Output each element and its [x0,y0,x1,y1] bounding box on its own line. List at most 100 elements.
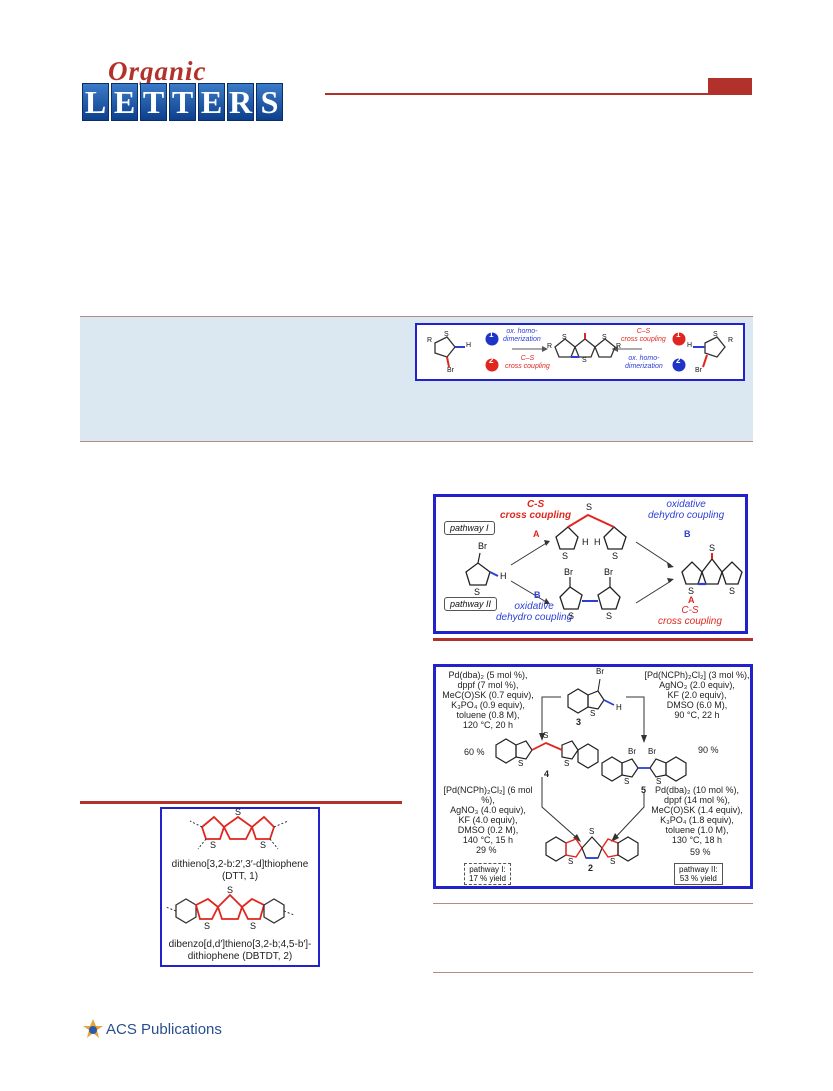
header-rule [325,93,752,95]
scheme1-atom-h-top-2: H [594,537,601,547]
toc-atom-r-center-left: R [547,343,553,350]
scheme2-atom-s-5-right: S [656,777,662,786]
scheme2-cond-right-bottom: Pd(dba)₂ (10 mol %),dppf (14 mol %), MeC… [651,785,743,845]
scheme1-atom-s-top-left: S [562,551,569,561]
figure1-atom-s-dtt-2: S [210,840,217,850]
toc-label-1b: 1 [676,330,681,339]
abstract-top-rule [80,316,753,317]
scheme1-atom-h-top-1: H [582,537,589,547]
toc-atom-h-left: H [466,342,472,349]
scheme2-cond-left-bottom: [Pd(NCPh)₂Cl₂] (6 mol %),AgNO₃ (4.0 equi… [443,785,533,845]
toc-atom-s-center-2: S [582,357,587,364]
figure1-svg [165,815,295,924]
scheme2-pathway2-yield: pathway II:53 % yield [674,863,723,885]
scheme2-atom-s-4-left: S [518,759,524,768]
figure1-atom-s-dtt-1: S [235,807,242,817]
scheme2-atom-s-5-left: S [624,777,630,786]
scheme1-pathway2: pathway II [444,597,498,611]
scheme2-graphic: Pd(dba)₂ (5 mol %),dppf (7 mol %), MeC(O… [433,664,753,889]
scheme2-num-5: 5 [641,785,647,795]
figure1-atom-s-dbtdt-2: S [204,921,211,931]
dtt-name: dithieno[3,2-b:2′,3′-d]thiophene(DTT, 1) [171,859,309,882]
figure1-graphic: S S S dithieno[3,2-b:2′,3′-d]thiophene(D… [160,807,320,967]
scheme1-B-bottom: B [534,590,541,600]
toc-graphic-svg [434,332,726,372]
scheme1-atom-s-bottom-2: S [606,611,613,621]
abstract-bottom-rule [80,441,753,442]
scheme2-yield-2b: 59 % [690,847,711,857]
scheme2-rule-2 [433,972,753,973]
scheme1-A-top: A [533,529,540,539]
toc-homo-left: ox. homo-dimerization [503,328,541,343]
toc-homo-right: ox. homo-dimerization [625,355,663,370]
scheme2-cond-left-top: Pd(dba)₂ (5 mol %),dppf (7 mol %), MeC(O… [442,670,534,730]
scheme1-A-bottom: A [688,595,695,605]
scheme1-atom-s-product-2: S [688,586,695,596]
toc-atom-s-left: S [444,331,449,338]
scheme2-atom-br-5-2: Br [648,747,656,756]
scheme1-atom-br: Br [478,541,487,551]
scheme1-bottom-rule [433,638,753,641]
scheme2-atom-s-4-bridge: S [543,731,549,740]
scheme1-atom-s-bridge: S [586,502,593,512]
scheme1-atom-s-product-3: S [729,586,736,596]
toc-atom-r-right: R [728,337,734,344]
toc-atom-s-center-1: S [562,334,567,341]
toc-label-1: 1 [489,330,494,339]
scheme1-svg [465,513,743,610]
scheme1-B-top: B [684,529,691,539]
logo-letter: T [140,83,167,121]
toc-label-2: 2 [489,356,494,365]
toc-atom-r-left: R [427,337,433,344]
toc-label-2b: 2 [676,356,681,365]
logo-letter: S [256,83,283,121]
scheme2-atom-s-2-left: S [568,857,574,866]
logo-letter: L [82,83,109,121]
scheme1-atom-h-start: H [500,571,507,581]
scheme2-yield-5: 90 % [698,745,719,755]
logo-letter: E [198,83,225,121]
scheme2-num-2: 2 [588,863,594,873]
scheme1-pathway1: pathway I [444,521,495,535]
scheme1-atom-s-start: S [474,587,481,597]
scheme2-atom-br-5-1: Br [628,747,636,756]
scheme2-atom-s-3: S [590,709,596,718]
toc-atom-h-right: H [687,342,693,349]
scheme2-rule-1 [433,903,753,904]
scheme2-atom-h-3: H [616,703,622,712]
scheme1-atom-s-bottom-1: S [568,611,575,621]
toc-atom-s-center-3: S [602,334,607,341]
scheme2-yield-4: 60 % [464,747,485,757]
scheme2-pathway1-yield: pathway I:17 % yield [464,863,511,885]
header-tab [708,78,752,93]
scheme1-atom-s-product-1: S [709,543,716,553]
scheme2-atom-s-2-right: S [610,857,616,866]
figure1-top-rule [80,801,402,804]
toc-atom-s-right: S [713,331,718,338]
journal-logo-letters: L E T T E R S [82,83,283,121]
publisher-name: ACS Publications [106,1021,222,1038]
journal-logo-script: Organic [108,56,207,86]
logo-letter: R [227,83,254,121]
scheme2-cond-right-top: [Pd(NCPh)₂Cl₂] (3 mol %),AgNO₃ (2.0 equi… [644,670,750,720]
scheme2-svg [495,678,687,862]
toc-atom-br-right: Br [695,367,702,374]
scheme2-num-4: 4 [544,769,550,779]
logo-letter: T [169,83,196,121]
figure1-atom-s-dtt-3: S [260,840,267,850]
scheme2-atom-s-2-top: S [589,827,595,836]
acs-logo-icon [82,1018,104,1040]
scheme2-num-3: 3 [576,717,582,727]
dbtdt-name: dibenzo[d,d′]thieno[3,2-b;4,5-b′]-dithio… [168,939,312,962]
figure1-atom-s-dbtdt-3: S [250,921,257,931]
figure1-atom-s-dbtdt-1: S [227,885,234,895]
logo-letter: E [111,83,138,121]
